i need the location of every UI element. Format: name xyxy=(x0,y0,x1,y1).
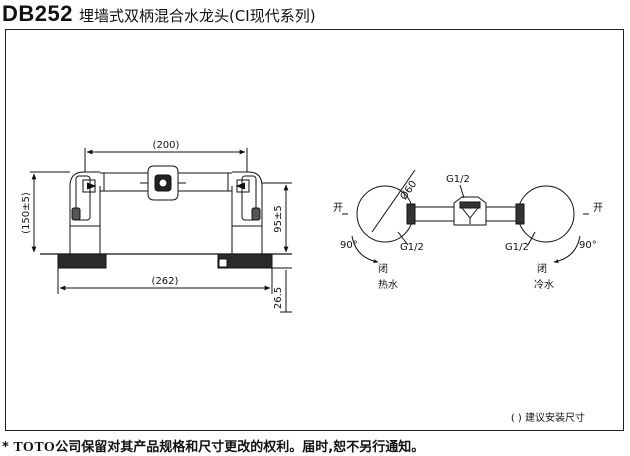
thread-top-label: G1/2 xyxy=(446,174,470,185)
footer-disclaimer: * TOTO公司保留对其产品规格和尺寸更改的权利。届时,恕不另行通知。 xyxy=(2,436,424,456)
product-name: 埋墙式双柄混合水龙头(CI现代系列) xyxy=(78,7,316,25)
footer-text: 公司保留对其产品规格和尺寸更改的权利。届时,恕不另行通知。 xyxy=(55,440,425,455)
front-view xyxy=(30,148,292,313)
hot-water-label: 热水 xyxy=(378,278,398,291)
left-rotation-arc xyxy=(351,235,379,264)
dim-right-label: 95±5 xyxy=(273,205,284,232)
dim-depth-lines xyxy=(272,267,292,313)
dim-right-lines xyxy=(262,182,292,253)
left-angle-label: 90° xyxy=(340,240,358,251)
right-plate-slot xyxy=(218,258,228,268)
right-open-label: 开 xyxy=(593,203,603,214)
installation-note: ( ) 建议安装尺寸 xyxy=(510,413,585,424)
center-outlet xyxy=(140,165,186,201)
dim-left-lines xyxy=(30,171,70,253)
right-angle-label: 90° xyxy=(579,240,597,251)
dim-bottom-lines xyxy=(57,268,273,294)
page-title: DB252 埋墙式双柄混合水龙头(CI现代系列) xyxy=(2,1,316,27)
right-handle-circle xyxy=(517,185,575,243)
left-valve-body xyxy=(69,171,101,255)
thread-left-leader xyxy=(397,231,409,246)
left-close-label: 闭 xyxy=(378,262,388,275)
right-valve-body xyxy=(231,171,263,255)
thread-left-label: G1/2 xyxy=(400,242,424,253)
brand-logo-text: TOTO xyxy=(13,440,56,455)
left-base-plate xyxy=(57,253,107,269)
model-number: DB252 xyxy=(2,1,73,26)
dim-depth-label: 26.5 xyxy=(273,287,284,309)
footer-star: * xyxy=(2,440,9,455)
dim-top-label: (200) xyxy=(153,140,180,151)
dim-left-label: (150±5) xyxy=(21,192,32,234)
left-open-label: 开 xyxy=(333,203,343,214)
right-close-label: 闭 xyxy=(537,262,547,275)
diameter-leader xyxy=(371,169,416,233)
thread-top-leader xyxy=(459,184,465,199)
thread-right-leader xyxy=(527,231,536,246)
cold-water-label: 冷水 xyxy=(534,278,554,291)
drawing-frame xyxy=(5,29,624,431)
dim-top-lines xyxy=(84,148,248,172)
dim-bottom-label: (262) xyxy=(152,276,179,287)
top-center-fitting xyxy=(453,196,487,226)
thread-right-label: G1/2 xyxy=(505,242,529,253)
top-view xyxy=(342,169,589,264)
right-rotation-arc xyxy=(553,235,581,264)
